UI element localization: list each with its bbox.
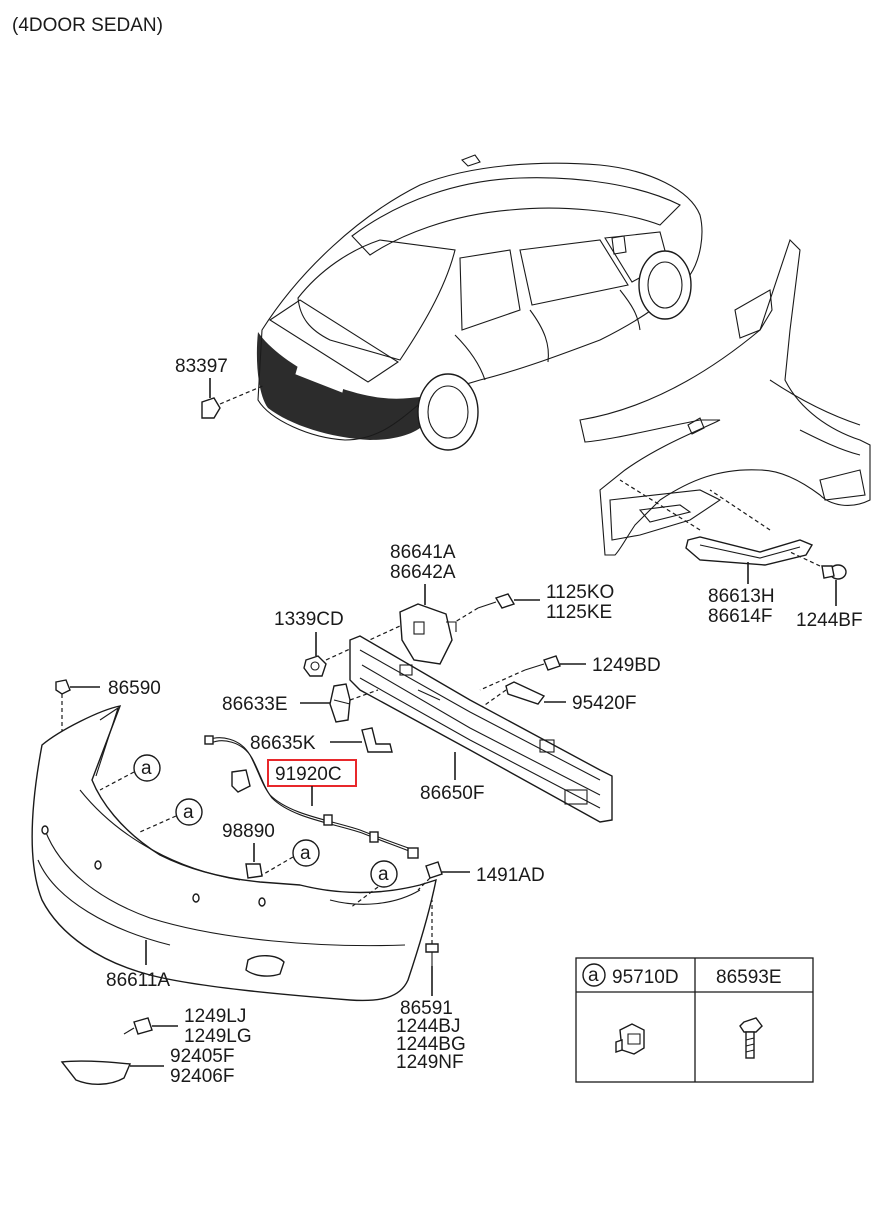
callout-a-3-letter: a xyxy=(300,843,311,864)
label-86633E[interactable]: 86633E xyxy=(222,694,288,715)
label-83397[interactable]: 83397 xyxy=(175,356,228,377)
label-98890[interactable]: 98890 xyxy=(222,821,275,842)
label-86635K[interactable]: 86635K xyxy=(250,733,316,754)
callout-a-4-letter: a xyxy=(378,864,389,885)
part-86641A-bracket xyxy=(399,603,457,665)
label-1244BG[interactable]: 1244BG xyxy=(396,1034,466,1055)
part-91920C-wiring xyxy=(204,735,419,859)
label-1244BF[interactable]: 1244BF xyxy=(796,610,863,631)
legend-table: a 95710D 86593E xyxy=(575,957,814,1083)
part-1244BF-clip xyxy=(789,551,847,580)
part-86611A-bumper xyxy=(31,705,437,1002)
part-86593E-bolt-icon xyxy=(739,1017,763,1059)
part-1249LJ-screw xyxy=(123,1017,153,1035)
label-86614F[interactable]: 86614F xyxy=(708,606,772,627)
label-1249LG[interactable]: 1249LG xyxy=(184,1026,252,1047)
part-98890-clip xyxy=(245,863,263,879)
label-1249LJ[interactable]: 1249LJ xyxy=(184,1006,246,1027)
label-1339CD[interactable]: 1339CD xyxy=(274,609,344,630)
label-86591[interactable]: 86591 xyxy=(400,998,453,1019)
label-86613H[interactable]: 86613H xyxy=(708,586,775,607)
label-86642A[interactable]: 86642A xyxy=(390,562,456,583)
label-86641A[interactable]: 86641A xyxy=(390,542,456,563)
part-83397-cap xyxy=(201,384,266,419)
part-86591-bolt xyxy=(425,900,439,966)
part-86635K-clip xyxy=(361,727,393,753)
label-86650F[interactable]: 86650F xyxy=(420,783,484,804)
part-86613H-bracket xyxy=(619,479,814,566)
callout-a-1[interactable]: a xyxy=(99,754,161,791)
label-86590[interactable]: 86590 xyxy=(108,678,161,699)
part-86633E-bracket xyxy=(329,683,379,723)
legend-marker-circle xyxy=(582,963,606,987)
legend-col1[interactable]: 95710D xyxy=(612,967,679,988)
part-86590-clip xyxy=(55,679,71,760)
part-1491AD-clip xyxy=(417,861,443,891)
label-91920C[interactable]: 91920C xyxy=(275,764,342,785)
label-1491AD[interactable]: 1491AD xyxy=(476,865,545,886)
label-86611A[interactable]: 86611A xyxy=(106,970,170,991)
legend-marker: a xyxy=(588,965,599,986)
callout-a-4[interactable]: a xyxy=(349,860,398,909)
part-1125KO-bolt xyxy=(454,593,516,623)
legend-col2[interactable]: 86593E xyxy=(716,967,782,988)
car-illustration xyxy=(256,154,703,451)
part-86650F-beam xyxy=(349,635,613,823)
callout-a-3[interactable]: a xyxy=(261,839,320,876)
label-1244BJ[interactable]: 1244BJ xyxy=(396,1016,460,1037)
callout-a-2-letter: a xyxy=(183,802,194,823)
part-1249BD-bolt xyxy=(479,655,561,691)
label-92405F[interactable]: 92405F xyxy=(170,1046,234,1067)
label-1249NF[interactable]: 1249NF xyxy=(396,1052,464,1073)
part-1339CD-nut xyxy=(303,625,401,677)
label-1249BD[interactable]: 1249BD xyxy=(592,655,661,676)
diagram-title: (4DOOR SEDAN) xyxy=(12,15,163,36)
callout-a-2[interactable]: a xyxy=(139,798,203,833)
label-1125KE[interactable]: 1125KE xyxy=(546,602,612,623)
part-95710D-clip-icon xyxy=(615,1023,645,1055)
part-92405F-reflector xyxy=(60,1060,132,1085)
quarter-panel-illustration xyxy=(579,238,871,556)
label-92406F[interactable]: 92406F xyxy=(170,1066,234,1087)
label-95420F[interactable]: 95420F xyxy=(572,693,636,714)
label-1125KO[interactable]: 1125KO xyxy=(546,582,614,603)
callout-a-1-letter: a xyxy=(141,758,152,779)
